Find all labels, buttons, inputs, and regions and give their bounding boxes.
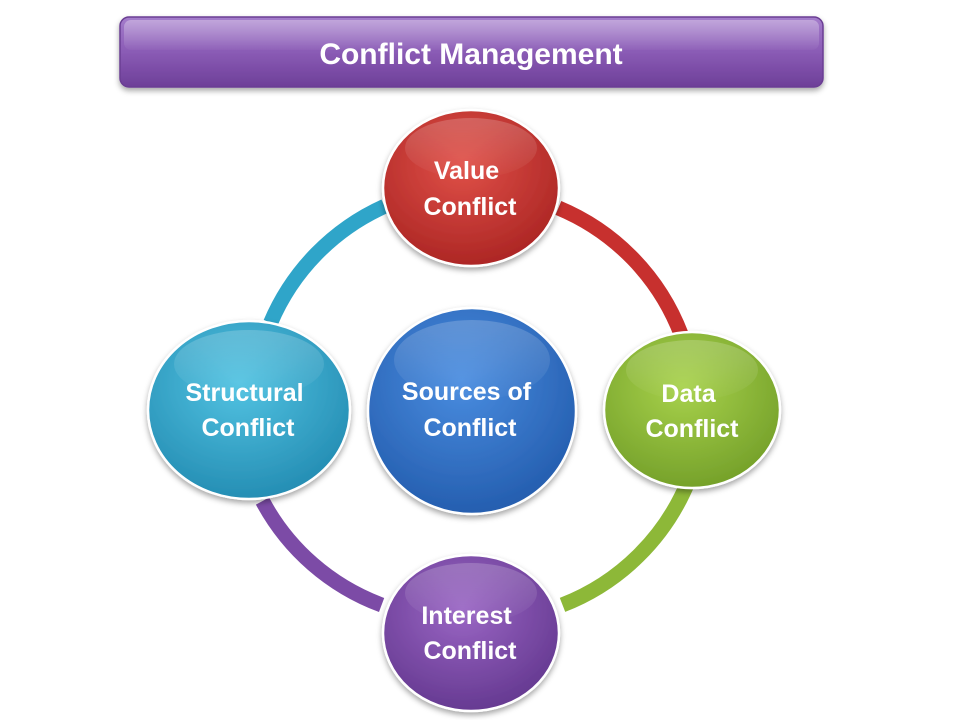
- data-conflict-node: [602, 330, 782, 490]
- arc-value-data: [555, 200, 689, 338]
- data-conflict-line1: Data: [661, 380, 716, 408]
- center-label: Sources of Conflict: [402, 378, 538, 442]
- title-banner: [119, 16, 824, 88]
- value-conflict-node: [381, 108, 561, 268]
- value-conflict-line2: Conflict: [423, 193, 517, 221]
- diagram-title: Conflict Management: [319, 38, 622, 71]
- value-conflict-line1: Value: [434, 157, 499, 185]
- structural-conflict-line2: Conflict: [201, 414, 295, 442]
- arc-interest-structural: [255, 497, 385, 613]
- interest-conflict-label: Interest Conflict: [421, 602, 518, 665]
- interest-conflict-line1: Interest: [421, 602, 512, 630]
- data-conflict-label: Data Conflict: [645, 380, 739, 443]
- arc-data-interest: [559, 477, 696, 612]
- arc-structural-value: [263, 199, 388, 326]
- center-label-line2: Conflict: [423, 414, 517, 442]
- data-conflict-line2: Conflict: [645, 415, 739, 443]
- center-node: [366, 306, 578, 516]
- value-conflict-label: Value Conflict: [423, 157, 517, 221]
- interest-conflict-node: [381, 553, 561, 713]
- center-label-line1: Sources of: [402, 378, 532, 406]
- interest-conflict-line2: Conflict: [423, 637, 517, 665]
- connector-ring: [255, 199, 696, 613]
- structural-conflict-line1: Structural: [185, 379, 303, 407]
- structural-conflict-label: Structural Conflict: [185, 379, 310, 442]
- structural-conflict-node: [146, 319, 352, 501]
